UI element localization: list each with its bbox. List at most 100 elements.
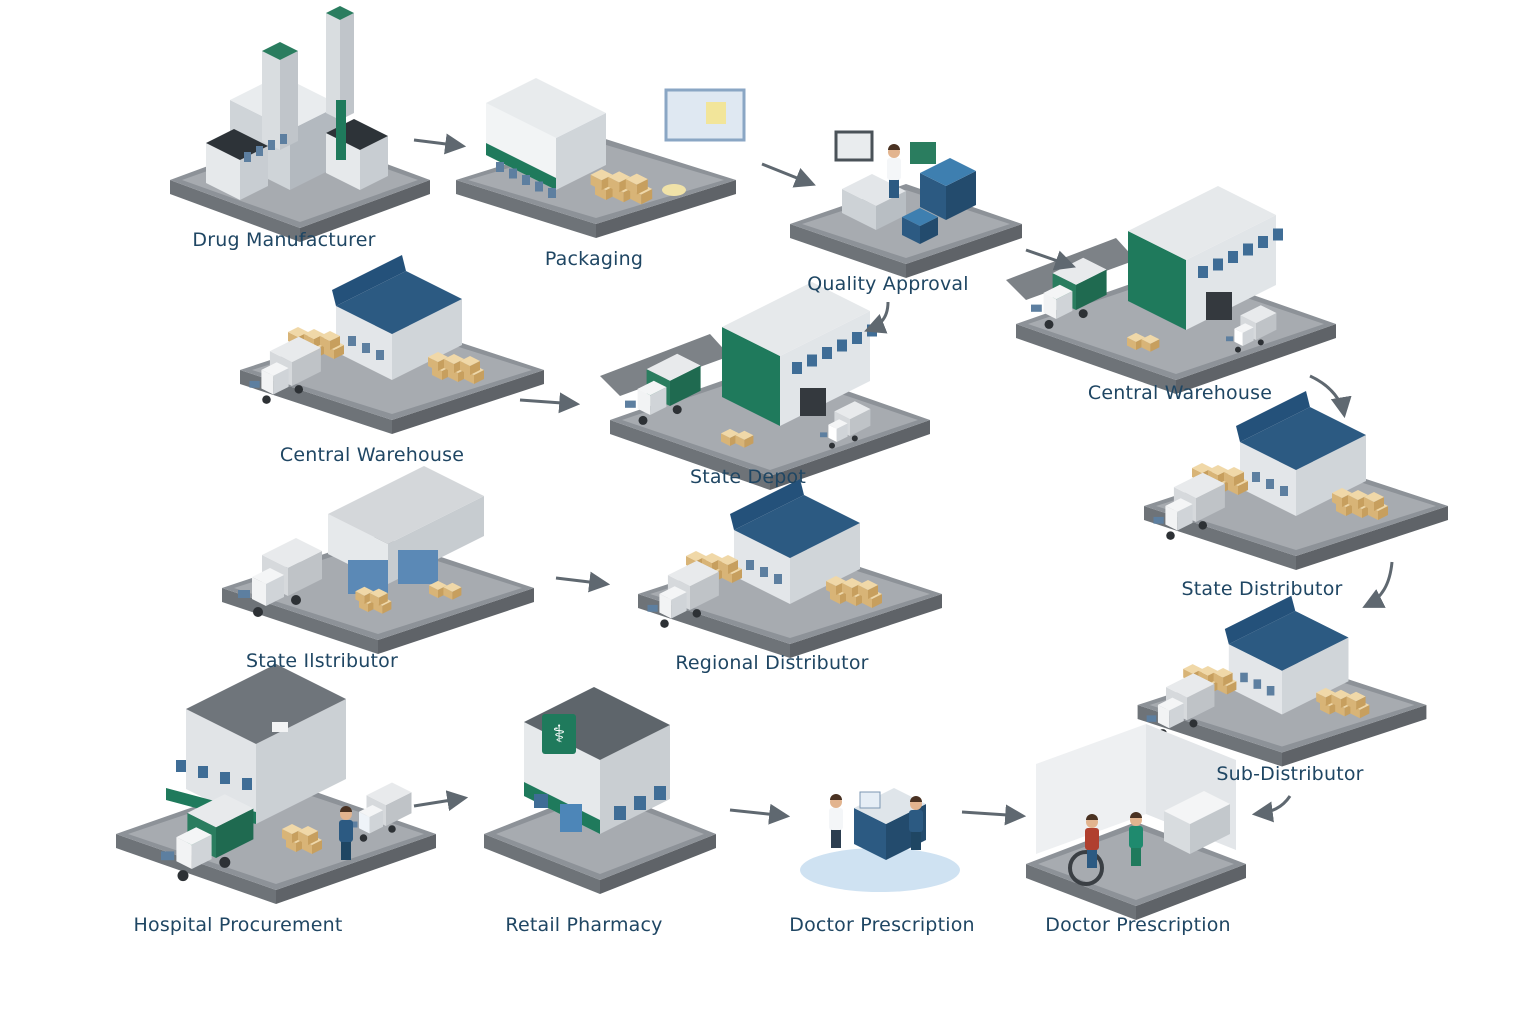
block-top-face — [1166, 673, 1215, 698]
truck-wheel — [1078, 309, 1088, 319]
block-left-face — [326, 13, 340, 120]
window — [1266, 479, 1274, 489]
block-top-face — [718, 555, 738, 565]
window — [807, 354, 817, 367]
window — [1240, 672, 1248, 683]
truck — [161, 794, 254, 882]
block-top-face — [206, 129, 268, 160]
block-left-face — [1364, 497, 1374, 511]
block-right-face — [836, 423, 848, 442]
truck-wheel — [672, 405, 682, 415]
window — [1266, 686, 1275, 696]
arrow-doctor-clinic — [961, 804, 1027, 826]
truck-wheel — [1235, 346, 1241, 353]
truck-wheel — [1257, 339, 1264, 346]
person-body — [887, 158, 901, 180]
block-top-face — [734, 495, 860, 558]
block-top-face — [282, 824, 302, 834]
block-top-face — [1240, 305, 1277, 324]
window — [746, 560, 754, 570]
warehouse-roof — [1236, 391, 1310, 442]
lab-equipment — [920, 158, 976, 220]
warehouse-roof — [1224, 595, 1296, 645]
truck-cab — [176, 827, 212, 869]
block-left-face — [373, 601, 383, 614]
block-top-face — [686, 551, 706, 561]
window — [654, 786, 666, 800]
truck-cab — [828, 419, 848, 442]
platform-side — [596, 180, 736, 238]
scene-consultation — [800, 788, 960, 892]
block-left-face — [846, 592, 856, 606]
cardboard-boxes — [282, 824, 322, 854]
window — [1280, 486, 1288, 496]
cardboard-boxes — [1316, 687, 1370, 719]
truck-windshield — [161, 851, 175, 861]
scene-sub-distributor — [1137, 595, 1427, 767]
arrow-packaging-quality — [761, 162, 816, 188]
person-legs — [341, 838, 351, 860]
block-right-face — [216, 808, 254, 858]
warehouse-bay — [398, 550, 438, 584]
arrow-central-warehouse-state-depot — [519, 392, 581, 414]
block-top-face — [460, 356, 480, 366]
window — [822, 347, 832, 359]
truck-wheel — [262, 395, 271, 404]
platform-side — [1016, 324, 1176, 394]
arrow-central-warehouse-state-distributor — [1309, 374, 1352, 419]
person — [1085, 814, 1099, 868]
block-right-face — [292, 347, 321, 386]
block-left-face — [261, 369, 274, 395]
block-right-face — [360, 136, 388, 190]
block-left-face — [460, 361, 470, 375]
window — [614, 806, 626, 820]
truck-windshield — [1153, 516, 1164, 524]
block-left-face — [1346, 696, 1357, 710]
truck-wheel — [660, 619, 669, 628]
block-top-face — [1316, 687, 1336, 698]
label-doctor-prescription-2: Doctor Prescription — [1045, 914, 1231, 936]
warehouse-dock-door — [1206, 292, 1232, 320]
label-central-warehouse-left: Central Warehouse — [279, 444, 465, 466]
block-left-face — [1320, 701, 1330, 715]
block-top-face — [1208, 465, 1228, 475]
block-top-face — [1346, 691, 1366, 702]
block-top-face — [637, 380, 667, 396]
platform-side — [222, 588, 378, 654]
block-right-face — [334, 345, 344, 359]
scene-factory — [170, 6, 430, 242]
block-right-face — [474, 370, 484, 384]
truck-windshield — [238, 590, 250, 598]
block-left-face — [1368, 506, 1378, 520]
block-top-face — [304, 329, 324, 339]
document-icon — [859, 791, 881, 809]
window — [634, 796, 646, 810]
platform-side — [790, 594, 942, 658]
block-right-face — [1226, 681, 1237, 695]
platform-side — [1026, 864, 1136, 920]
box — [718, 555, 738, 574]
platform-side — [300, 180, 430, 242]
person-hair — [1130, 812, 1142, 818]
green-band — [486, 143, 556, 190]
truck-wheel — [388, 825, 396, 833]
block-right-face — [369, 810, 383, 834]
block-top-face — [1043, 284, 1073, 300]
box — [369, 588, 388, 606]
block-right-face — [378, 593, 388, 606]
truck-cab — [659, 586, 687, 619]
block-right-face — [256, 699, 346, 824]
truck-wheel — [253, 607, 263, 617]
block-top-face — [187, 794, 254, 828]
block-right-face — [1296, 435, 1366, 516]
block-top-face — [1234, 323, 1254, 333]
block-top-face — [826, 576, 846, 586]
platform-side — [456, 180, 596, 238]
block-left-face — [298, 831, 308, 845]
block-left-face — [1336, 502, 1346, 516]
label-quality-approval: Quality Approval — [807, 273, 969, 295]
box — [298, 826, 318, 845]
box — [1346, 691, 1366, 710]
pharmacy-sign — [542, 714, 576, 754]
cardboard-boxes — [1127, 332, 1160, 352]
